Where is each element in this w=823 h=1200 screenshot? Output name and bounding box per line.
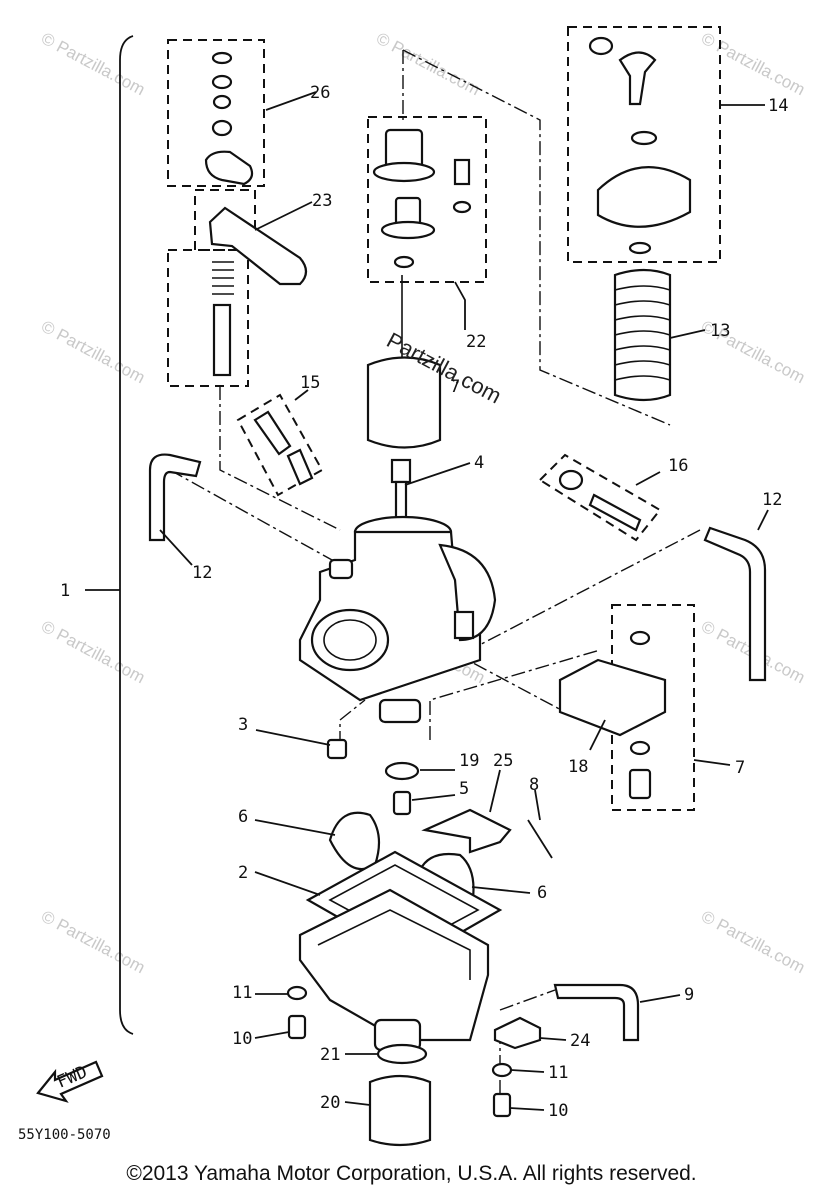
hose-12-left	[148, 453, 202, 542]
group-box-16	[538, 453, 662, 542]
diagram-code: 55Y100-5070	[18, 1127, 111, 1143]
watermark: © Partzilla.com	[38, 907, 148, 978]
part-16-screw	[558, 469, 642, 532]
label-14: 14	[768, 96, 788, 116]
washer-11-right	[491, 1062, 513, 1078]
pin-8	[527, 819, 553, 859]
part-13-bellows	[613, 268, 672, 402]
watermark: © Partzilla.com	[38, 617, 148, 688]
washer-19	[384, 761, 420, 781]
watermark: © Partzilla.com	[698, 29, 808, 100]
label-10-right: 10	[548, 1101, 568, 1121]
label-20: 20	[320, 1093, 340, 1113]
label-11-left: 11	[232, 983, 252, 1003]
label-15: 15	[300, 373, 320, 393]
watermark: © Partzilla.com	[373, 29, 483, 100]
washer-11-left	[286, 985, 308, 1001]
leader-lines	[85, 91, 769, 1111]
shaft-23	[212, 303, 232, 377]
group-box-23	[194, 189, 256, 251]
throttle-valve	[366, 356, 442, 449]
label-5: 5	[459, 779, 469, 799]
label-16: 16	[668, 456, 688, 476]
part-25-pin	[421, 808, 512, 854]
label-7-valve: 7	[450, 377, 460, 397]
float-bowl	[298, 888, 490, 1052]
washer-7a	[629, 630, 651, 646]
assembly-bracket	[119, 35, 134, 1035]
screw-10-left	[287, 1014, 307, 1040]
watermark: © Partzilla.com	[38, 317, 148, 388]
group-box-14	[567, 26, 721, 263]
label-23: 23	[312, 191, 332, 211]
label-4: 4	[474, 453, 484, 473]
group-box-23-lower	[167, 249, 249, 387]
part-14-cap	[588, 36, 692, 255]
hose-12-right	[703, 526, 767, 682]
screw-10-right	[492, 1092, 512, 1118]
label-25: 25	[493, 751, 513, 771]
group-box-15	[236, 393, 324, 497]
label-21: 21	[320, 1045, 340, 1065]
copyright-footer: ©2013 Yamaha Motor Corporation, U.S.A. A…	[126, 1162, 697, 1185]
part-labels: 1 2 3 4 5 6 6 7 7 8 9 10 10 11 11 12 12 …	[60, 83, 788, 1121]
label-13: 13	[710, 321, 730, 341]
watermark: © Partzilla.com	[698, 907, 808, 978]
label-1: 1	[60, 581, 70, 601]
part-15-screw	[253, 410, 314, 486]
label-12-right: 12	[762, 490, 782, 510]
label-22: 22	[466, 332, 486, 352]
label-18: 18	[568, 757, 588, 777]
watermark: © Partzilla.com	[38, 29, 148, 100]
part-24-bracket	[493, 1016, 542, 1050]
label-26: 26	[310, 83, 330, 103]
washer-7b	[629, 740, 651, 756]
label-8: 8	[529, 775, 539, 795]
label-6-upper: 6	[238, 807, 248, 827]
part-23-lever	[208, 206, 308, 286]
part-26-stack	[204, 51, 254, 186]
fwd-arrow: FWD	[36, 1060, 104, 1103]
label-6-lower: 6	[537, 883, 547, 903]
group-box-26	[167, 39, 265, 187]
label-19: 19	[459, 751, 479, 771]
group-box-22	[367, 116, 487, 283]
jet-5	[392, 790, 412, 816]
part-18-bracket	[558, 658, 667, 737]
label-12-left: 12	[192, 563, 212, 583]
screw-7	[628, 768, 652, 800]
label-7: 7	[735, 758, 745, 778]
spring-23	[212, 261, 234, 295]
label-24: 24	[570, 1031, 590, 1051]
plug-20	[368, 1074, 432, 1147]
label-2: 2	[238, 863, 248, 883]
label-9: 9	[684, 985, 694, 1005]
carburetor-body	[298, 515, 497, 724]
label-3: 3	[238, 715, 248, 735]
oring-21	[376, 1043, 428, 1065]
hose-9	[553, 983, 640, 1042]
float-6-left	[328, 811, 381, 871]
part-22-stack	[372, 128, 472, 269]
label-10-left: 10	[232, 1029, 252, 1049]
screw-3	[326, 738, 348, 760]
label-11-right: 11	[548, 1063, 568, 1083]
